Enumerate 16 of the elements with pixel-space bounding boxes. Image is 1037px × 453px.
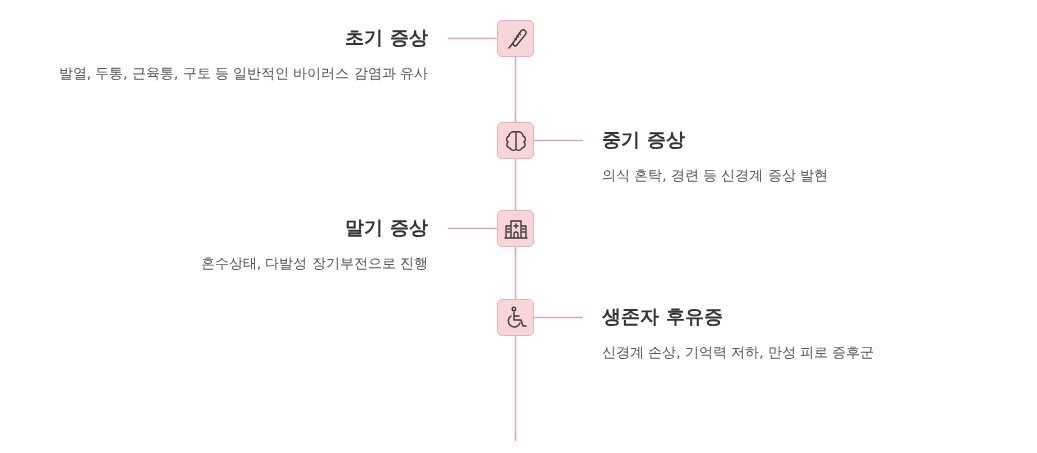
connector-line: [514, 158, 517, 211]
connector-line: [447, 37, 498, 40]
stage-title: 중기 증상: [602, 127, 685, 152]
description-text: 발열, 두통, 근육통, 구토 등 일반적인 바이러스 감염과 유사: [58, 65, 428, 83]
stage-title: 생존자 후유증: [602, 304, 723, 329]
connector-line: [533, 139, 584, 142]
stage-title: 초기 증상: [345, 25, 428, 50]
connector-line: [447, 227, 498, 230]
description-text: 혼수상태, 다발성 장기부전으로 진행: [200, 255, 428, 273]
description-text: 의식 혼탁, 경련 등 신경계 증상 발현: [602, 167, 829, 185]
connector-line: [514, 56, 517, 123]
connector-line: [514, 246, 517, 300]
connector-line: [514, 335, 517, 442]
description-text: 신경계 손상, 기억력 저하, 만성 피로 증후군: [602, 344, 875, 362]
stage-title: 말기 증상: [345, 215, 428, 240]
connector-line: [533, 316, 584, 319]
